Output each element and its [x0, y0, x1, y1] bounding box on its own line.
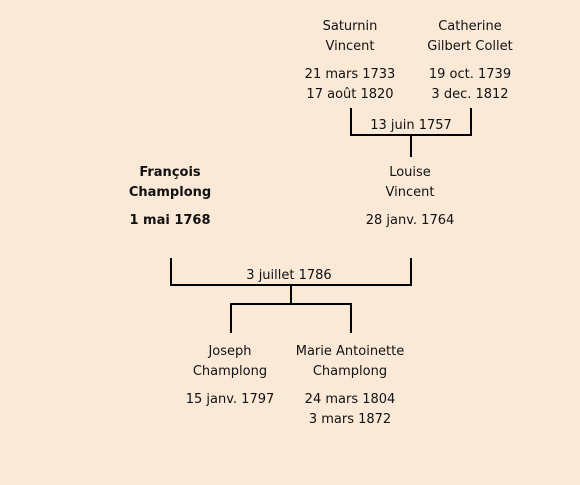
person-first-name: Joseph: [208, 344, 252, 359]
person-surname: Vincent: [385, 185, 435, 200]
person-marie-antoinette-champlong: Marie Antoinette Champlong 24 mars 1804 …: [285, 342, 415, 430]
person-first-name: François: [139, 165, 201, 180]
person-surname: Vincent: [325, 39, 375, 54]
person-first-name: Marie Antoinette: [295, 344, 405, 359]
person-francois-champlong: François Champlong 1 mai 1768: [110, 163, 230, 231]
person-first-name: Catherine: [438, 19, 502, 34]
birth-date: 19 oct. 1739: [428, 67, 512, 82]
person-surname: Champlong: [192, 364, 268, 379]
person-first-name: Louise: [389, 165, 431, 180]
union-date-francois-louise: 3 juillet 1786: [241, 268, 337, 284]
person-louise-vincent: Louise Vincent 28 janv. 1764: [350, 163, 470, 231]
death-date: 17 août 1820: [306, 87, 394, 102]
birth-date: 28 janv. 1764: [365, 213, 455, 228]
person-first-name: Saturnin: [322, 19, 378, 34]
death-date: 3 dec. 1812: [431, 87, 509, 102]
person-surname: Champlong: [312, 364, 388, 379]
birth-date: 21 mars 1733: [304, 67, 396, 82]
birth-date: 24 mars 1804: [304, 392, 396, 407]
birth-date: 1 mai 1768: [129, 213, 211, 228]
death-date: 3 mars 1872: [308, 412, 392, 427]
person-surname: Gilbert Collet: [427, 39, 513, 54]
person-saturnin-vincent: Saturnin Vincent 21 mars 1733 17 août 18…: [290, 17, 410, 105]
union-date-saturnin-catherine: 13 juin 1757: [366, 118, 456, 134]
birth-date: 15 janv. 1797: [185, 392, 275, 407]
person-surname: Champlong: [128, 185, 212, 200]
person-catherine-gilbert-collet: Catherine Gilbert Collet 19 oct. 1739 3 …: [405, 17, 535, 105]
person-joseph-champlong: Joseph Champlong 15 janv. 1797: [170, 342, 290, 410]
